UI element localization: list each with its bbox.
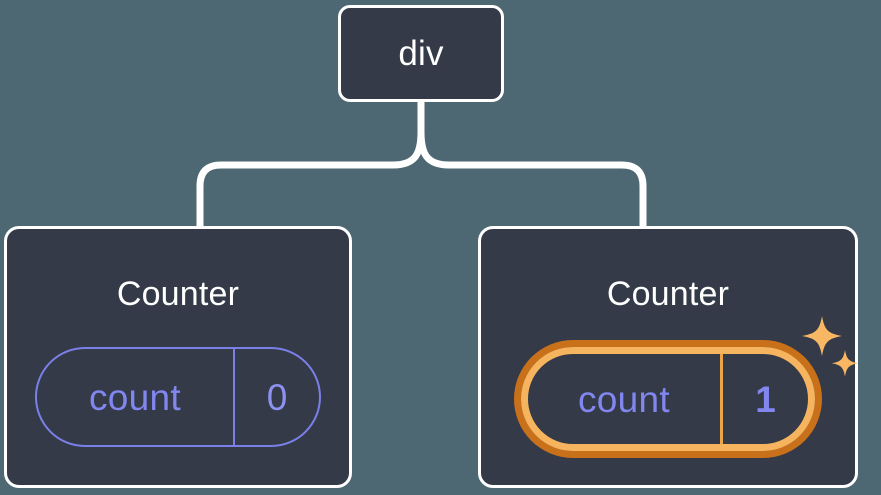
node-counter-right-label: Counter [606,275,730,313]
state-pill-right[interactable]: count 1 [521,347,815,451]
state-key-right: count [577,378,670,420]
state-value-left: 0 [233,349,319,445]
state-pill-wrap-left: count 0 [7,347,349,447]
node-counter-right[interactable]: Counter count 1 [478,226,858,488]
node-div[interactable]: div [338,5,504,102]
state-key-left: count [88,376,181,418]
connector-path [196,98,647,230]
node-div-label: div [398,34,444,73]
state-pill-wrap-right: count 1 [481,347,855,451]
state-pill-left[interactable]: count 0 [35,347,321,447]
node-counter-left[interactable]: Counter count 0 [4,226,352,488]
node-counter-left-label: Counter [116,275,240,313]
state-value-right: 1 [720,354,808,444]
